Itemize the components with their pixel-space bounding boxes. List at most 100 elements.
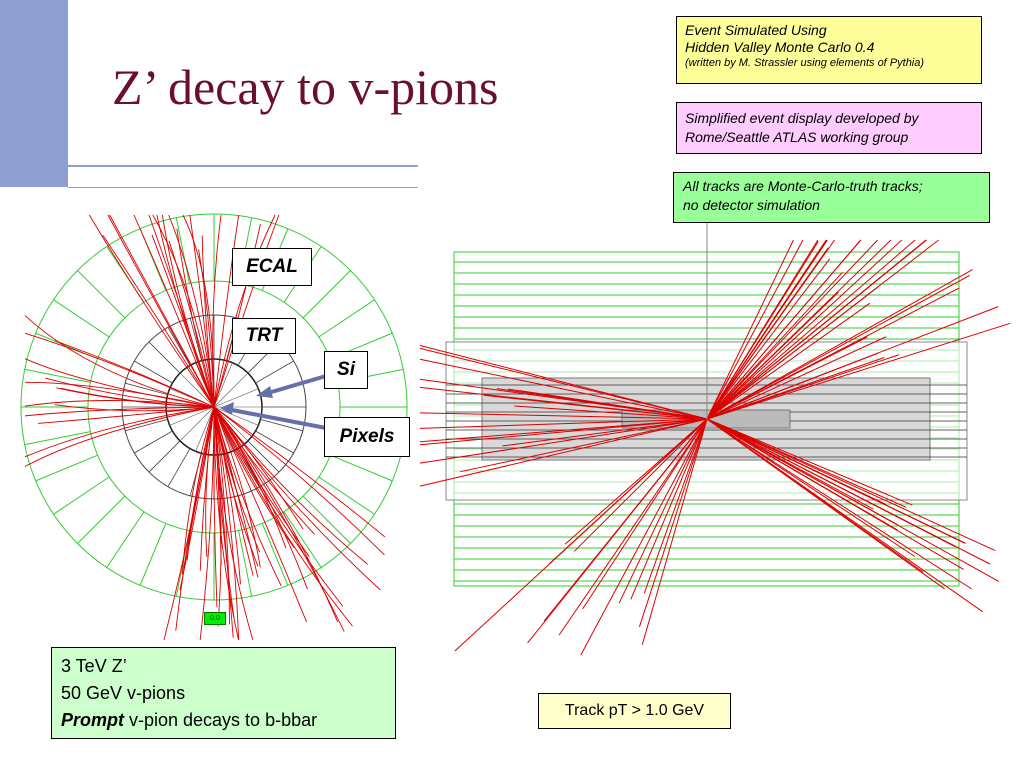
end-view-track: [199, 406, 215, 641]
end-view-track: [189, 214, 215, 408]
end-view-track: [213, 406, 259, 578]
side-view-track: [502, 418, 708, 447]
event-info-line-3-rest: v-pion decays to b-bbar: [124, 710, 318, 730]
side-view-track: [706, 418, 1000, 582]
simulation-line-1: Event Simulated Using: [685, 22, 827, 38]
display-line-2: Rome/Seattle ATLAS working group: [685, 129, 909, 145]
side-view-track: [419, 418, 708, 446]
ecal-segment: [139, 523, 167, 586]
end-view-track: [24, 358, 215, 408]
side-view-track: [641, 418, 708, 645]
side-view-track: [706, 418, 924, 573]
end-view-track: [213, 406, 381, 591]
end-view-track: [102, 234, 215, 408]
trt-segment: [148, 341, 181, 374]
end-view-track: [213, 406, 385, 556]
tracks-note: All tracks are Monte-Carlo-truth tracks;…: [673, 172, 990, 223]
display-note: Simplified event display developed by Ro…: [676, 102, 982, 154]
ecal-segment: [35, 454, 98, 482]
ecal-segment: [24, 431, 91, 446]
side-view-track: [706, 287, 960, 420]
side-view-track: [514, 405, 708, 420]
tracks-line-2: no detector simulation: [683, 197, 820, 213]
side-view-track: [618, 418, 708, 604]
title-rule-thin: [68, 187, 418, 188]
end-view-track: [213, 214, 240, 408]
end-view-track: [199, 406, 215, 571]
end-view-track: [213, 406, 339, 623]
end-view-track: [163, 406, 215, 641]
side-view-track: [706, 418, 913, 506]
side-view-track: [419, 418, 708, 464]
track-cut-box: Track pT > 1.0 GeV: [538, 693, 731, 729]
side-view-track: [580, 418, 708, 656]
side-view-track: [706, 291, 839, 420]
ecal-label: ECAL: [232, 248, 312, 286]
ecal-segment: [238, 530, 253, 597]
simulation-note: Event Simulated Using Hidden Valley Mont…: [676, 16, 982, 84]
end-view-track: [213, 406, 310, 557]
side-view-track: [706, 239, 827, 420]
ecal-segment: [53, 476, 110, 515]
side-view-track: [706, 418, 874, 510]
simulation-line-2: Hidden Valley Monte Carlo 0.4: [685, 39, 875, 55]
end-view-track: [24, 315, 215, 408]
trt-segment: [247, 440, 280, 473]
side-view-track: [419, 418, 708, 429]
trt-segment: [134, 360, 173, 384]
trt-segment: [167, 448, 191, 487]
end-view-track: [182, 214, 215, 408]
end-view-track: [152, 214, 215, 408]
end-view-track: [24, 332, 215, 408]
side-view-track: [706, 418, 973, 590]
end-view-track: [179, 406, 215, 591]
pixel-segment: [213, 406, 249, 442]
side-view-track: [549, 418, 708, 564]
pixel-segment: [213, 372, 249, 408]
end-view-track: [37, 406, 215, 424]
ecal-segment: [24, 368, 91, 383]
side-view-track: [706, 239, 804, 420]
si-label: Si: [324, 351, 368, 389]
end-view-track: [213, 406, 308, 590]
simulation-line-3: (written by M. Strassler using elements …: [685, 57, 925, 69]
end-view-track: [24, 381, 215, 408]
side-view-track: [519, 390, 708, 420]
side-view-track: [706, 239, 903, 420]
side-view-track: [706, 239, 916, 420]
si-arrow: [256, 374, 327, 398]
event-info-line-1: 3 TeV Z’: [61, 656, 127, 676]
pixel-segment: [179, 406, 215, 442]
ecal-segment: [77, 270, 126, 319]
trt-segment: [189, 318, 202, 361]
side-view-track: [706, 418, 964, 570]
side-view-track: [706, 322, 1011, 420]
end-view-track: [213, 406, 386, 538]
end-view-track: [176, 228, 215, 408]
side-view-track: [706, 258, 831, 420]
end-view-track: [213, 406, 234, 638]
end-view-track: [109, 214, 215, 408]
side-view-track: [706, 418, 996, 552]
tracks-line-1: All tracks are Monte-Carlo-truth tracks;: [683, 178, 923, 194]
side-view-track: [706, 239, 862, 420]
side-view-track: [638, 418, 708, 627]
ecal-segment: [318, 299, 375, 338]
accent-bar: [0, 0, 68, 187]
ecal-segment: [330, 454, 393, 482]
side-view-track: [706, 302, 871, 420]
side-view-track: [706, 269, 973, 420]
end-view-track: [88, 214, 215, 408]
end-view-track: [213, 406, 345, 632]
ecal-segment: [175, 217, 190, 284]
ecal-segment: [53, 299, 110, 338]
pixel-segment: [195, 406, 215, 452]
side-view-track: [419, 358, 708, 420]
side-view-track: [706, 239, 879, 420]
end-view-track: [24, 406, 215, 458]
trt-segment: [260, 419, 303, 432]
end-view-track: [45, 377, 215, 408]
trt-segment: [148, 440, 181, 473]
trt-segment: [134, 430, 173, 454]
